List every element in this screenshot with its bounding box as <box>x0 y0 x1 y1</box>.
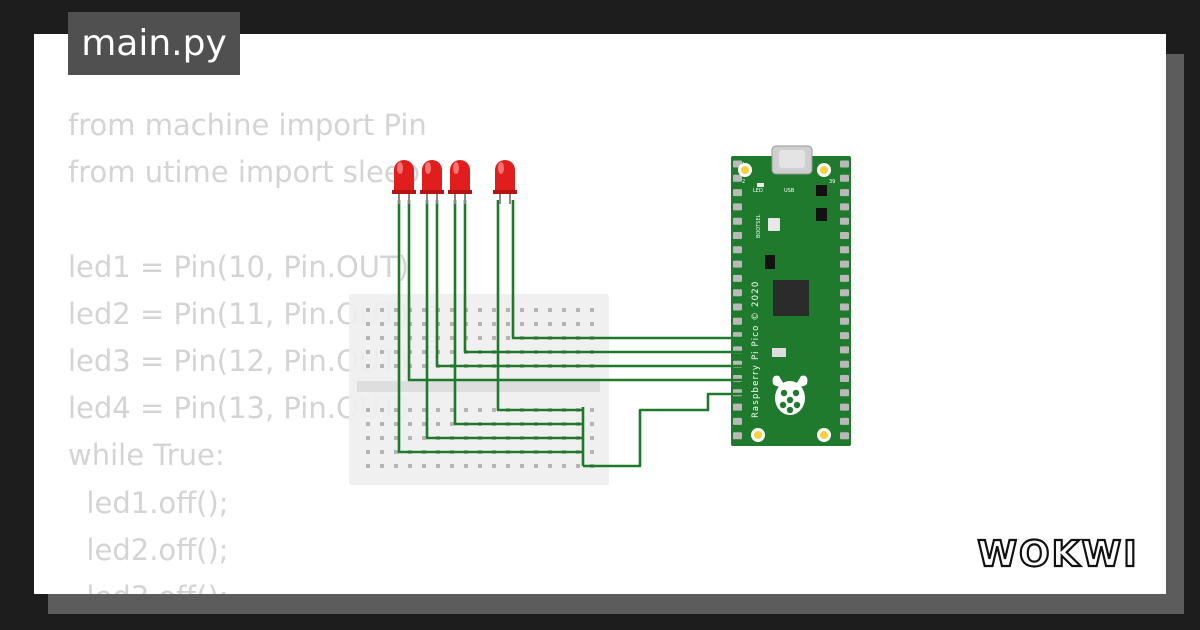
wire-led1-anode <box>407 200 744 382</box>
wire-led3-cathode <box>453 200 583 426</box>
code-line: led2.off(); <box>68 532 229 567</box>
wire-led2-cathode <box>425 200 583 440</box>
raspberry-pi-pico-icon: LED USB 1 2 39 BOOTSEL Raspberry Pi Pico… <box>731 145 851 446</box>
bootsel-label: BOOTSEL <box>756 214 762 238</box>
code-line: while True: <box>68 438 225 473</box>
led4-icon[interactable] <box>493 160 517 204</box>
code-line: led1.off(); <box>68 485 229 520</box>
brand-logo: WOKWI <box>977 534 1138 575</box>
wire-led1-cathode <box>397 200 583 454</box>
wokwi-logo-icon: WOKWI <box>976 533 1138 576</box>
led3-icon[interactable] <box>448 160 472 204</box>
wire-led4-cathode <box>496 200 583 412</box>
wire-led2-anode <box>435 200 744 368</box>
code-line: from machine import Pin <box>68 108 427 142</box>
circuit-diagram: LED USB 1 2 39 BOOTSEL Raspberry Pi Pico… <box>349 145 851 485</box>
wire-led3-anode <box>463 200 744 354</box>
wires <box>397 200 744 468</box>
board-silkscreen: Raspberry Pi Pico © 2020 <box>751 281 761 418</box>
code-line: led1 = Pin(10, Pin.OUT) <box>68 249 410 284</box>
wire-ground <box>583 392 744 468</box>
raspberry-logo-icon <box>772 375 808 415</box>
file-tab[interactable]: main.py <box>68 12 240 75</box>
led-label: LED <box>753 188 763 194</box>
led2-icon[interactable] <box>420 160 444 204</box>
pin-number-1: 1 <box>742 162 745 168</box>
usb-label: USB <box>784 188 795 194</box>
led1-icon[interactable] <box>392 160 416 204</box>
breadboard-icon <box>349 294 609 485</box>
wire-led4-anode <box>511 200 744 340</box>
code-line: led3.off(); <box>68 574 427 594</box>
pin-number-39: 39 <box>829 179 835 185</box>
preview-card: from machine import Pin from utime impor… <box>34 34 1166 594</box>
pin-number-2: 2 <box>742 179 745 185</box>
code-line: led3 = Pin(12, Pin.OUT) <box>68 343 410 378</box>
